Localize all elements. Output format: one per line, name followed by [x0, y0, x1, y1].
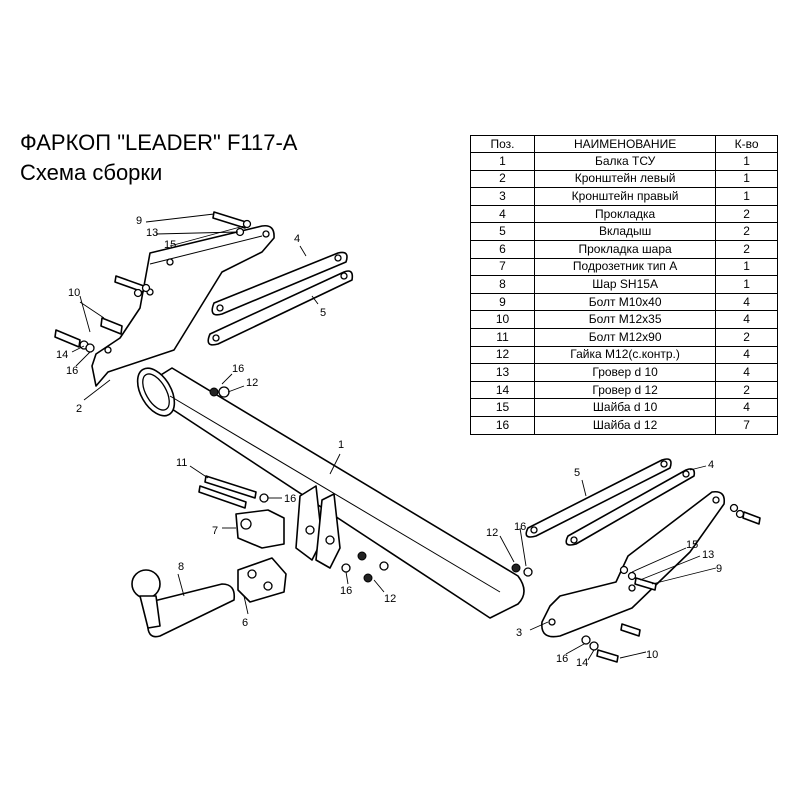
cell-name: Шайба d 12 [534, 415, 717, 435]
cell-name: Болт М10х40 [534, 292, 717, 312]
cell-quantity: 7 [715, 415, 778, 435]
callout-4-right: 4 [708, 459, 714, 471]
cell-name: Болт М12х35 [534, 310, 717, 329]
cell-position: 16 [469, 415, 536, 435]
tow-beam [136, 367, 525, 619]
cell-name: Кронштейн левый [534, 169, 717, 189]
callout-16-right: 16 [514, 521, 526, 533]
cell-name: Вкладыш [534, 222, 717, 241]
col-header-position: Поз. [469, 135, 536, 153]
page-title: ФАРКОП "LEADER" F117-A [20, 130, 298, 155]
left-fasteners [54, 211, 252, 353]
callout-3: 3 [516, 627, 522, 639]
callout-4-left: 4 [294, 233, 300, 245]
right-bracket [541, 490, 726, 638]
cell-position: 10 [469, 310, 536, 329]
callout-16-mid: 16 [284, 493, 296, 505]
cell-position: 12 [469, 345, 536, 365]
cell-name: Прокладка шара [534, 239, 717, 259]
callout-16-bottom: 16 [340, 585, 352, 597]
tow-ball [131, 569, 236, 638]
left-spacer-plates [207, 251, 354, 346]
col-header-name: НАИМЕНОВАНИЕ [534, 135, 717, 153]
cell-quantity: 2 [715, 222, 778, 241]
callout-14-right: 14 [576, 657, 588, 669]
callout-7: 7 [212, 525, 218, 537]
cell-name: Гровер d 12 [534, 380, 717, 400]
callout-15-left: 15 [164, 239, 176, 251]
callout-16-right-bottom: 16 [556, 653, 568, 665]
callout-13-right: 13 [702, 549, 714, 561]
callout-10-left: 10 [68, 287, 80, 299]
leader-lines [71, 213, 717, 661]
hitch-brackets [235, 485, 341, 603]
callout-5-left: 5 [320, 307, 326, 319]
long-bolts [198, 475, 269, 509]
right-fasteners [511, 503, 761, 663]
left-bracket [91, 224, 275, 387]
callout-12-bottom: 12 [384, 593, 396, 605]
callout-5-right: 5 [574, 467, 580, 479]
callout-9-left: 9 [136, 215, 142, 227]
callout-2: 2 [76, 403, 82, 415]
callout-8: 8 [178, 561, 184, 573]
right-spacer-plates [525, 458, 696, 546]
page-subtitle: Схема сборки [20, 160, 163, 185]
cell-quantity: 2 [715, 380, 778, 400]
callout-15-right: 15 [686, 539, 698, 551]
callout-12-right: 12 [486, 527, 498, 539]
callout-labels: 9 13 15 4 5 10 14 16 2 16 12 1 11 16 7 8… [56, 215, 722, 669]
cell-position: 11 [469, 327, 536, 347]
callout-16-left: 16 [66, 365, 78, 377]
callout-14-left: 14 [56, 349, 68, 361]
callout-9-right: 9 [716, 563, 722, 575]
callout-1: 1 [338, 439, 344, 451]
col-header-quantity: К-во [715, 135, 778, 153]
callout-13-left: 13 [146, 227, 158, 239]
parts-table-header: Поз. НАИМЕНОВАНИЕ К-во [469, 135, 778, 153]
cell-position: 6 [469, 239, 536, 259]
callout-12-top: 12 [246, 377, 258, 389]
callout-10-right: 10 [646, 649, 658, 661]
callout-11: 11 [176, 457, 187, 469]
callout-16-top: 16 [232, 363, 244, 375]
callout-6: 6 [242, 617, 248, 629]
